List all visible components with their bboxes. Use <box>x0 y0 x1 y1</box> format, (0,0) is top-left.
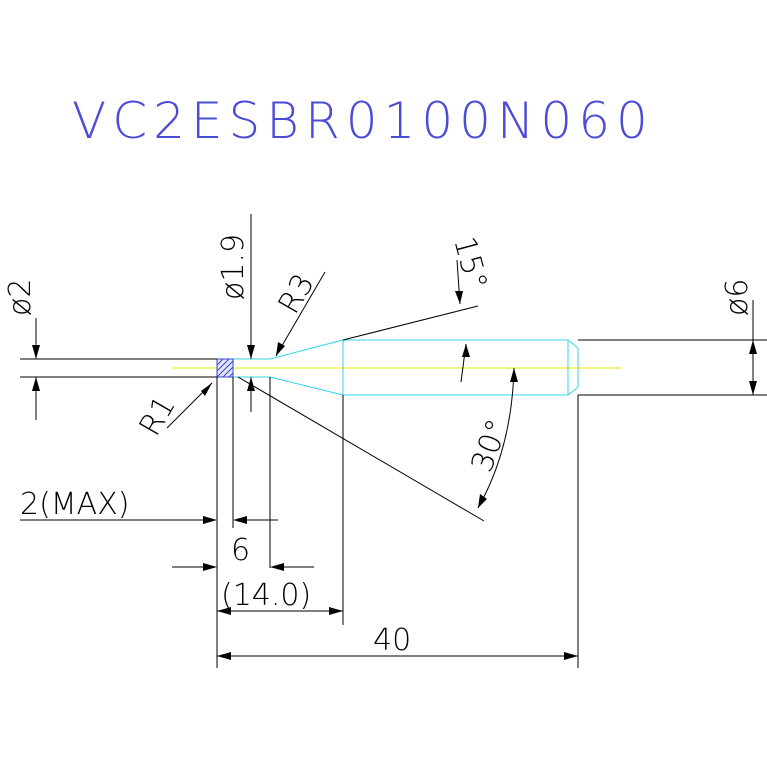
dim-label-shank-diameter-large: ø6 <box>720 279 755 316</box>
shank-chamfer-top <box>567 339 579 349</box>
dim-label-angle-cut: 30° <box>465 415 516 477</box>
dim-label-neck-diameter: ø1.9 <box>216 234 251 300</box>
dim-label-length-flute: 6 <box>231 533 250 568</box>
shank-outline <box>578 339 767 396</box>
dim-label-length-max: 2(MAX) <box>20 487 129 522</box>
part-number-title: VC2ESBR0100N060 <box>72 92 654 150</box>
dim-label-length-overall: 40 <box>373 623 411 658</box>
dim-label-angle-taper: 15° <box>446 233 494 293</box>
dim-label-radius-tip: R1 <box>133 390 183 442</box>
dim-label-shank-diameter-small: ø2 <box>3 279 38 316</box>
shank-chamfer-bottom <box>567 386 579 396</box>
dim-label-radius-neck: R3 <box>272 268 322 320</box>
taper-top-edge <box>269 339 344 360</box>
dimension-lines <box>20 214 754 668</box>
taper-bottom-edge <box>269 376 344 396</box>
tool-body <box>233 339 579 396</box>
cutting-tip-hatch <box>216 358 234 378</box>
dim-label-length-neck: (14.0) <box>221 578 311 613</box>
arrowheads <box>32 291 757 660</box>
